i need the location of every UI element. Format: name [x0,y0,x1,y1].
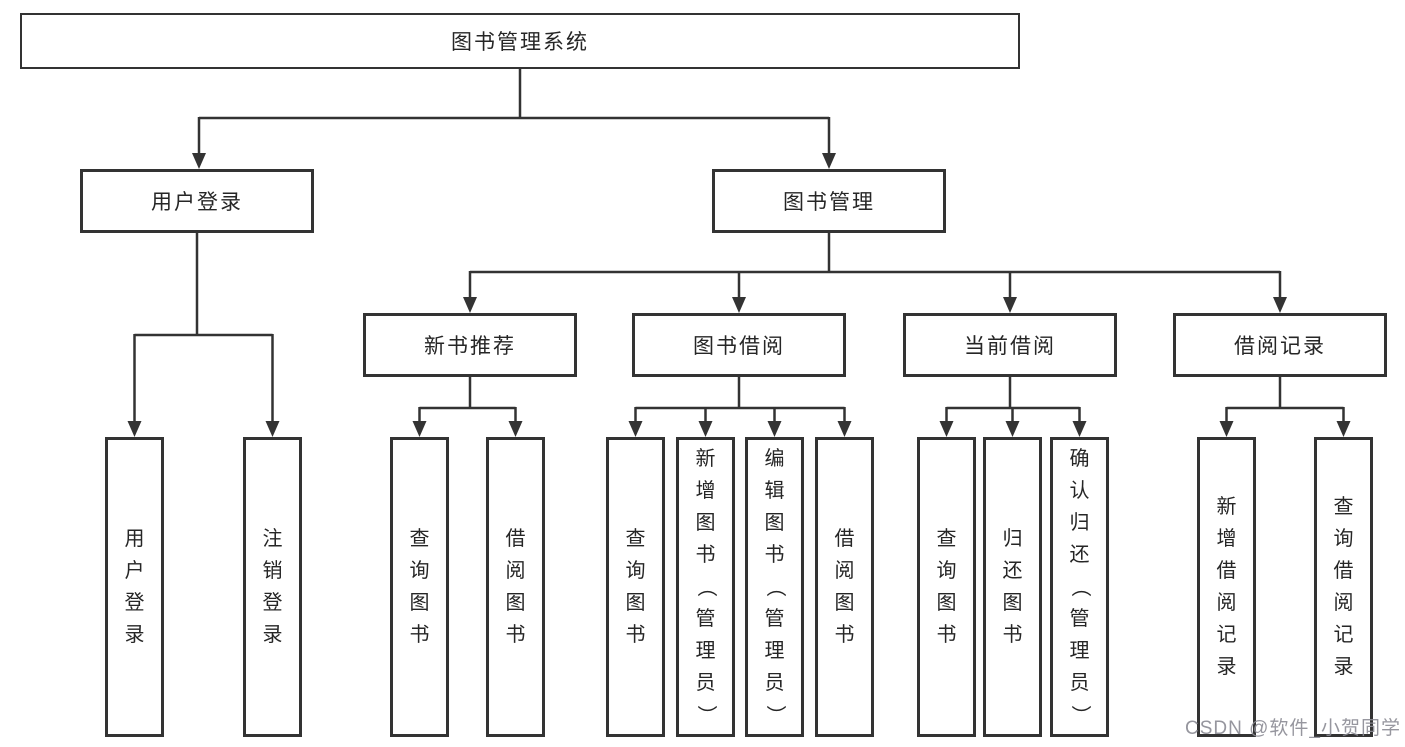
node-book-management-branch: 图书管理 [712,169,946,233]
leaf-current-return-books: 归还图书 [983,437,1042,737]
leaf-borrow-query-books: 查询图书 [606,437,665,737]
leaf-logout: 注销登录 [243,437,302,737]
leaf-user-login: 用户登录 [105,437,164,737]
leaf-borrow-borrow-books: 借阅图书 [815,437,874,737]
leaf-borrow-add-books-admin: 新增图书（管理员） [676,437,735,737]
node-new-book-recommendation: 新书推荐 [363,313,577,377]
node-user-login-branch: 用户登录 [80,169,314,233]
leaf-newbooks-query-books: 查询图书 [390,437,449,737]
leaf-current-confirm-return-admin: 确认归还（管理员） [1050,437,1109,737]
node-borrowing-records: 借阅记录 [1173,313,1387,377]
leaf-current-query-books: 查询图书 [917,437,976,737]
node-book-borrowing: 图书借阅 [632,313,846,377]
leaf-records-add-record: 新增借阅记录 [1197,437,1256,737]
leaf-newbooks-borrow-books: 借阅图书 [486,437,545,737]
node-current-borrowing: 当前借阅 [903,313,1117,377]
csdn-watermark: CSDN @软件_小贺同学 [1185,718,1401,739]
leaf-records-query-record: 查询借阅记录 [1314,437,1373,737]
leaf-borrow-edit-books-admin: 编辑图书（管理员） [745,437,804,737]
node-library-management-system: 图书管理系统 [20,13,1020,69]
